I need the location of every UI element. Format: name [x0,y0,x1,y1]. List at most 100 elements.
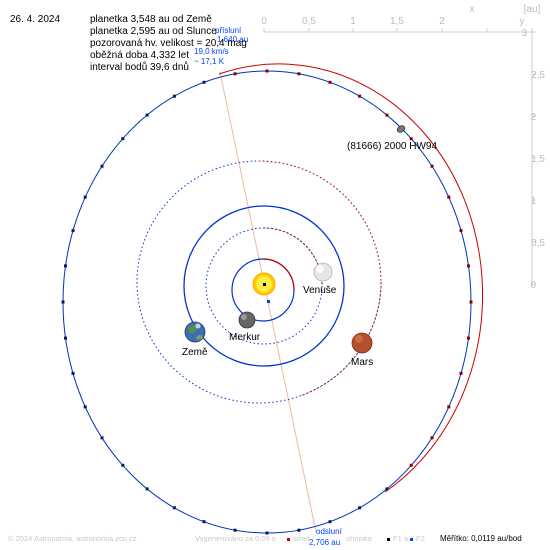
info-sun-distance: planetka 2,595 au od Slunce [90,26,217,37]
asteroid-label: (81666) 2000 HW94 [347,141,437,152]
copyright-text: © 2024 Astronomia, astronomia.zcu.cz [8,534,137,543]
orbit-point [459,371,463,375]
orbit-point [467,264,470,268]
info-panel: planetka 3,548 au od Země planetka 2,595… [90,14,247,73]
y-tick-5: 0,5 [531,238,545,249]
x-axis-label: x [470,4,475,15]
date-label: 26. 4. 2024 [10,14,60,25]
orbit-point [430,436,434,440]
perihelion-extra: ~ 17,1 K [194,57,225,66]
orbit-point [71,371,75,375]
scale-text: Měřítko: 0,0119 au/bod [440,534,522,543]
focus1-legend-marker [387,538,390,541]
earth-label: Země [182,347,208,358]
y-tick-6: 0 [530,280,536,291]
orbit-point [71,229,75,233]
orbit-point [233,528,237,532]
orbit-point [265,69,269,73]
y-tick-0: 3 [521,28,527,39]
focus2-legend-marker [410,538,413,541]
orbit-point [64,264,67,268]
scale-axes [263,28,536,286]
orbit-point [409,463,413,467]
mars [351,332,373,354]
venus-orbit-north [263,227,323,287]
info-earth-distance: planetka 3,548 au od Země [90,14,212,25]
orbit-point [100,164,104,168]
legend-foci-text: ohniska [346,534,373,543]
orbit-point [385,113,389,117]
mercury-orbit-north [262,258,295,291]
scale-tick-labels: 0 0,5 1 1,5 2 x y [au] 3 2,5 2 1,5 1 0,5… [261,4,545,291]
asteroid-orbit-north [218,63,484,493]
legend-f2-text: F2 [416,534,425,543]
y-tick-3: 1,5 [531,154,545,165]
asteroid-marker [396,125,406,133]
orbit-center-marker [267,300,270,303]
perihelion-annotation: přísluní 1,640 au 19,0 km/s ~ 17,1 K [194,26,248,66]
orbit-point [100,436,104,440]
center-legend-marker [287,538,290,541]
aphelion-label: odsluní [316,527,343,536]
unit-label: [au] [524,4,541,15]
orbit-point [469,300,473,304]
x-tick-3: 1,5 [390,16,404,27]
orbit-point [121,463,125,467]
mercury [238,311,256,329]
orbit-point [430,164,434,168]
orbit-point [202,520,206,524]
generated-text: Vygenerováno za 0,09 s [195,534,276,543]
earth-orbit [183,205,345,367]
orbit-point [64,336,67,340]
y-axis-label: y [520,16,525,27]
orbit-point [121,137,125,141]
orbit-point [61,300,65,304]
orbit-point [467,336,470,340]
orbit-point [447,195,451,199]
info-magnitude: pozorovaná hv. velikost = 20,4 mag [90,38,247,49]
orbit-point [297,528,301,532]
x-tick-2: 1 [350,16,356,27]
info-interval: interval bodů 39,6 dnů [90,61,189,73]
orbit-point [145,487,149,491]
sun [252,272,276,303]
venus [313,262,333,282]
mercury-label: Merkur [229,332,261,343]
y-tick-2: 2 [530,112,536,123]
perihelion-label: přísluní [215,26,242,35]
orbit-point [83,195,87,199]
orbit-point [265,531,269,535]
aphelion-distance: 2,706 au [309,538,340,547]
orbit-point [459,229,463,233]
y-tick-4: 1 [530,196,536,207]
footer: © 2024 Astronomia, astronomia.zcu.cz Vyg… [8,534,522,543]
orbit-point [409,137,413,141]
y-tick-1: 2,5 [531,70,545,81]
x-tick-1: 0,5 [302,16,316,27]
orbit-point [328,520,332,524]
orbit-point [358,94,362,98]
orbit-point [385,487,389,491]
earth [184,321,206,343]
orbit-point [145,113,149,117]
orbit-point [233,72,237,76]
info-period: oběžná doba 4,332 let [90,50,189,61]
x-tick-4: 2 [439,16,445,27]
orbit-point [202,80,206,84]
orbit-point [172,94,176,98]
orbit-point [447,405,451,409]
orbit-point [297,72,301,76]
orbit-point [358,506,362,510]
mars-label: Mars [351,357,373,368]
x-tick-0: 0 [261,16,267,27]
orbit-point-markers [61,69,473,535]
legend-f1-text: F1 a [393,534,409,543]
perihelion-distance: 1,640 au [217,35,248,44]
venus-label: Venuše [303,285,337,296]
orbit-point [83,405,87,409]
aphelion-annotation: odsluní 2,706 au [309,527,343,547]
perihelion-speed: 19,0 km/s [194,47,229,56]
orbit-point [328,80,332,84]
